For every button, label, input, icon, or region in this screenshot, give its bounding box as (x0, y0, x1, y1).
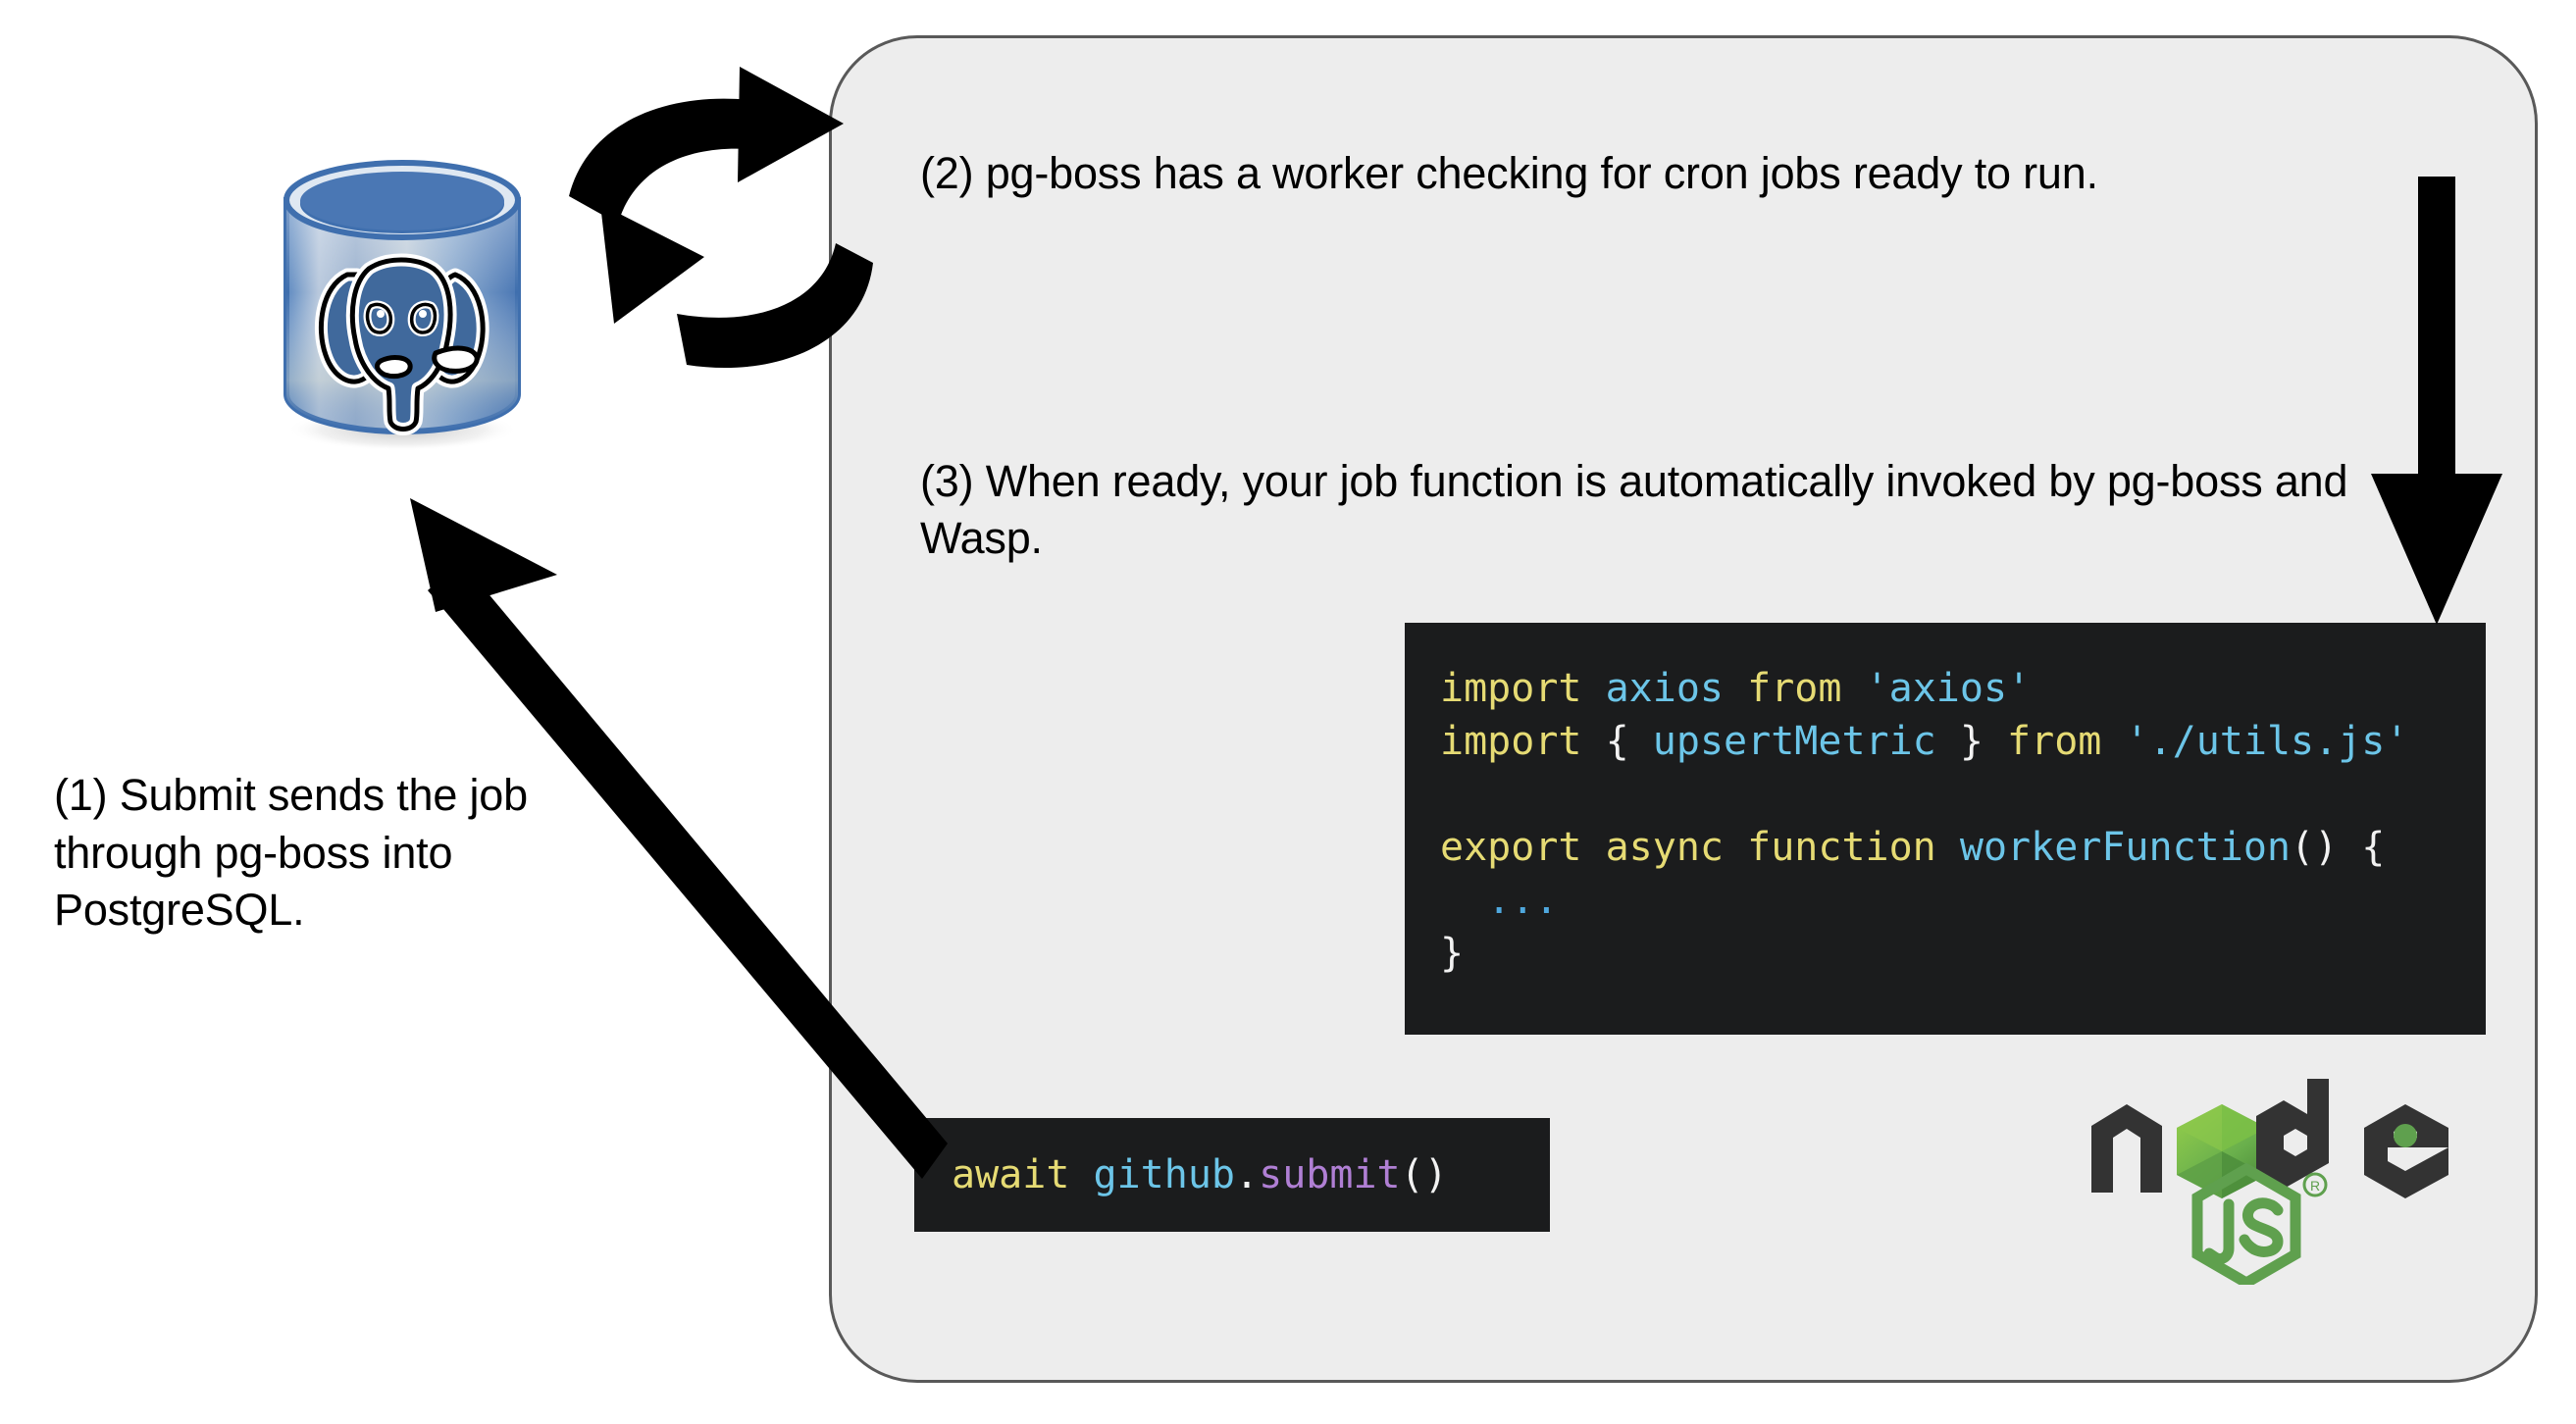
registered-trademark-icon: R (2302, 1172, 2328, 1197)
step-1-text: (1) Submit sends the job through pg-boss… (54, 770, 528, 935)
step-3-text: (3) When ready, your job function is aut… (920, 456, 2348, 563)
code-str-axios: 'axios' (1865, 666, 2032, 711)
submit-code-block: await github.submit() (914, 1118, 1550, 1232)
nodejs-logo: R (2082, 1067, 2474, 1290)
code-kw-await: await (952, 1152, 1070, 1197)
worker-code-block: import axios from 'axios' import { upser… (1405, 623, 2486, 1035)
node-letter-d (2256, 1079, 2329, 1189)
code-kw-async: async (1605, 825, 1725, 870)
postgresql-logo (263, 149, 538, 455)
postgresql-icon (283, 160, 521, 451)
code-kw-import-2: import (1440, 719, 1582, 764)
code-id-upsertmetric: upsertMetric (1652, 719, 1936, 764)
code-brace-close-2: } (1440, 931, 1465, 976)
code-id-github: github (1093, 1152, 1236, 1197)
step-2-text: (2) pg-boss has a worker checking for cr… (920, 148, 2098, 198)
code-brace-open-2: { (2361, 825, 2386, 870)
nodejs-icon: R (2091, 1079, 2448, 1290)
code-brace-open-1: { (1605, 719, 1629, 764)
nodejs-js-hexagon (2191, 1162, 2301, 1290)
code-fn-workerfunction: workerFunction (1959, 825, 2292, 870)
code-kw-from-1: from (1747, 666, 1842, 711)
code-kw-from-2: from (2007, 719, 2102, 764)
code-dot: . (1235, 1152, 1260, 1197)
code-str-utils: './utils.js' (2125, 719, 2409, 764)
code-kw-function: function (1747, 825, 1936, 870)
code-kw-export: export (1440, 825, 1582, 870)
code-parens-1: () (2291, 825, 2339, 870)
code-brace-close-1: } (1959, 719, 1984, 764)
code-ellipsis: ... (1487, 878, 1559, 923)
node-letter-e-dot (2394, 1124, 2417, 1147)
code-id-axios: axios (1605, 666, 1725, 711)
code-parens-2: () (1400, 1152, 1448, 1197)
code-method-submit: submit (1259, 1152, 1401, 1197)
node-letter-e (2364, 1104, 2448, 1198)
code-kw-import-1: import (1440, 666, 1582, 711)
elephant-glyph (314, 253, 489, 435)
node-letter-n (2091, 1104, 2162, 1193)
svg-text:R: R (2310, 1178, 2320, 1194)
sync-arrows-icon (569, 67, 873, 369)
